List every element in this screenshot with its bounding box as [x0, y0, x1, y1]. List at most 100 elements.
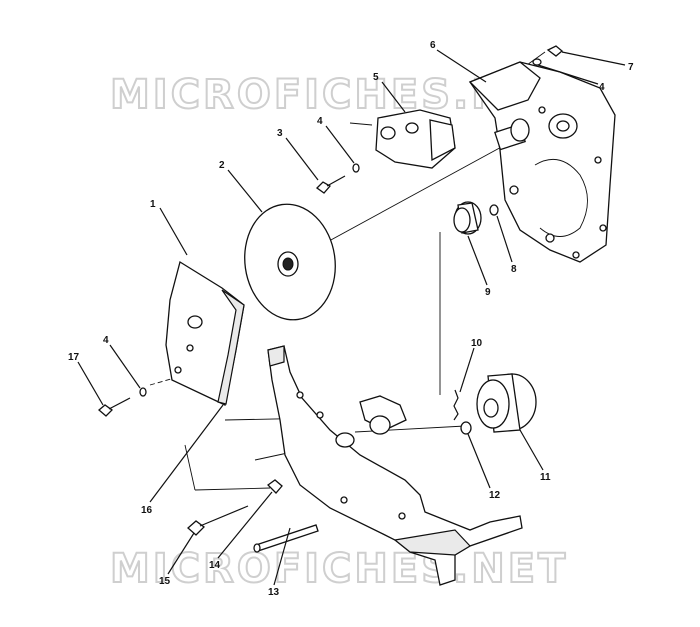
main-frame-top-tube	[267, 345, 285, 367]
washer-8	[489, 204, 499, 216]
washer-top	[532, 58, 542, 66]
watermark-bottom: MICROFICHES.NET	[110, 546, 568, 592]
main-frame-hole-3	[340, 496, 348, 504]
drive-pulley	[476, 373, 537, 433]
callout-15: 15	[159, 576, 171, 587]
mount-block-hole-left	[380, 126, 396, 140]
side-bracket-edge	[217, 289, 245, 405]
callout-2: 2	[219, 160, 225, 171]
drive-disk	[244, 203, 336, 321]
callout-5: 5	[373, 72, 379, 83]
gearbox-cover-outline	[534, 158, 588, 237]
axis-line-bolt17	[149, 374, 186, 386]
leader-5	[381, 81, 406, 113]
leader-3	[285, 137, 319, 181]
gearbox-housing	[468, 61, 616, 263]
callout-11: 11	[540, 472, 551, 483]
leader-lines	[77, 49, 626, 586]
mount-block	[375, 109, 456, 169]
leader-1	[159, 207, 188, 256]
pin-13-end	[253, 543, 261, 553]
axis-line-bolt-to-block	[349, 122, 373, 126]
idler-pulley-face	[453, 207, 471, 233]
leader-15	[167, 532, 195, 575]
main-frame	[267, 345, 523, 586]
gearbox-bearing-hole	[556, 120, 570, 132]
main-frame-hole-2	[316, 411, 324, 419]
leader-4a	[325, 125, 355, 164]
leader-16	[149, 404, 224, 503]
spring-clip-10	[453, 389, 459, 421]
washer-4-upper	[352, 163, 360, 173]
side-bracket-hole-1	[187, 315, 203, 329]
long-bolt-15-shank	[199, 505, 249, 527]
leader-9	[467, 235, 488, 286]
drive-disk-bore	[282, 257, 294, 271]
gearbox-mount-ear	[468, 61, 541, 111]
gearbox-bolt-hole-6	[538, 106, 546, 114]
callout-labels: 1 2 3 4 4 4 5 6 7 8 9 10 11 12 13 14 15 …	[68, 40, 634, 598]
leader-7	[561, 51, 626, 66]
leader-4c	[109, 344, 141, 389]
washer-4-lower	[139, 387, 147, 397]
callout-1: 1	[150, 199, 156, 210]
bolt-3-shank	[326, 175, 346, 187]
bolt-3	[315, 175, 346, 194]
leader-4b	[537, 64, 599, 85]
main-frame-foot-plate	[393, 529, 471, 556]
mount-block-hole-right	[405, 122, 419, 134]
callout-7: 7	[628, 62, 634, 73]
gearbox-bolt-hole-5	[599, 224, 607, 232]
leader-11	[519, 429, 544, 471]
bolt-17-head	[97, 404, 114, 417]
gearbox-bolt-hole-4	[594, 156, 602, 164]
drive-pulley-hub	[483, 398, 499, 418]
main-frame-pivot-hole	[335, 432, 355, 448]
side-bracket	[165, 260, 245, 406]
side-bracket-hole-3	[174, 366, 182, 374]
gearbox-shaft-end	[510, 118, 530, 142]
leader-10	[459, 347, 475, 393]
star-washer-14	[266, 479, 283, 494]
gearbox-bolt-hole-1	[509, 185, 519, 195]
leader-12	[467, 433, 491, 489]
main-frame-hole-1	[296, 391, 304, 399]
callout-8: 8	[511, 264, 517, 275]
callout-4c: 4	[103, 335, 109, 346]
spring-clip	[453, 389, 459, 421]
callout-4a: 4	[317, 116, 323, 127]
callout-16: 16	[141, 505, 153, 516]
leader-17	[77, 361, 104, 406]
side-bracket-hole-2	[186, 344, 194, 352]
callout-9: 9	[485, 287, 491, 298]
leader-13	[273, 527, 291, 586]
mount-block-side	[429, 119, 456, 162]
long-bolt-15-head	[187, 520, 205, 536]
long-bolt-15	[187, 505, 249, 536]
callout-3: 3	[277, 128, 283, 139]
nut-7	[546, 45, 564, 57]
leader-14	[217, 491, 273, 559]
axis-line-bracket-drop	[184, 444, 196, 491]
callout-10: 10	[471, 338, 483, 349]
axis-line-bracket-foot	[194, 487, 271, 491]
bolt-17-shank	[108, 397, 131, 410]
leader-6	[436, 49, 487, 83]
nut-top	[546, 45, 564, 57]
leader-2	[227, 169, 263, 213]
idler-pulley	[453, 201, 482, 235]
leader-8	[496, 215, 513, 263]
callout-13: 13	[268, 587, 280, 598]
callout-4b: 4	[599, 82, 605, 93]
callout-17: 17	[68, 352, 80, 363]
gearbox-bolt-hole-2	[545, 233, 555, 243]
bolt-3-head	[315, 181, 332, 194]
callout-6: 6	[430, 40, 436, 51]
callout-12: 12	[489, 490, 501, 501]
bolt-17	[97, 397, 131, 417]
washer-4-top	[532, 58, 542, 66]
main-frame-hole-4	[398, 512, 406, 520]
main-frame-idler-sleeve	[369, 415, 391, 435]
gearbox-bolt-hole-3	[572, 251, 580, 259]
